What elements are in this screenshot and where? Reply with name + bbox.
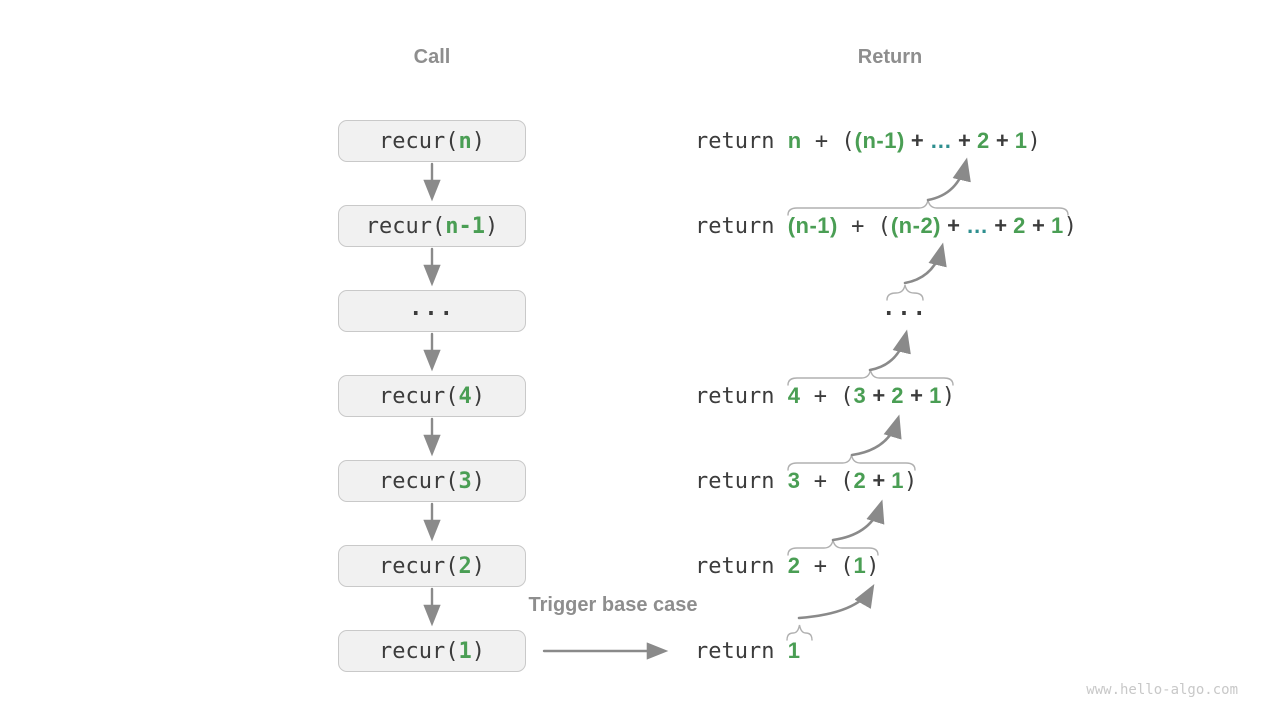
code-token: (n-2) bbox=[890, 213, 942, 238]
code-token: recur( bbox=[379, 553, 459, 579]
code-token: ) bbox=[471, 638, 485, 664]
code-token: + bbox=[989, 128, 1015, 153]
return-arrow-row6-to-row5 bbox=[831, 499, 885, 542]
code-token: return bbox=[695, 214, 788, 239]
code-token: 1 bbox=[1051, 213, 1064, 238]
code-token: 3 bbox=[853, 383, 867, 408]
code-token: 1 bbox=[1014, 128, 1028, 153]
code-token: 2 bbox=[976, 128, 990, 153]
code-token: 2 bbox=[458, 553, 472, 579]
return-line-7: return 1 bbox=[695, 630, 800, 672]
call-box-3: ... bbox=[338, 290, 526, 332]
code-token: 4 bbox=[787, 383, 801, 408]
code-token: ) bbox=[471, 468, 485, 494]
return-arrow-row7-to-row6 bbox=[797, 583, 875, 620]
code-token: + bbox=[941, 213, 967, 238]
code-token: return bbox=[695, 639, 788, 664]
code-token: + ( bbox=[837, 214, 891, 239]
call-box-7: recur(1) bbox=[338, 630, 526, 672]
return-line-3: ... bbox=[860, 290, 950, 332]
code-token: return bbox=[695, 129, 788, 154]
code-token: recur( bbox=[379, 128, 459, 154]
code-token: return bbox=[695, 554, 788, 579]
code-token: 1 bbox=[853, 553, 867, 578]
call-box-2: recur(n-1) bbox=[338, 205, 526, 247]
code-token: ) bbox=[866, 554, 880, 579]
overbrace-row7 bbox=[786, 624, 813, 641]
return-line-5: return 3 + (2 + 1) bbox=[695, 460, 917, 502]
code-token: recur( bbox=[365, 213, 446, 239]
code-token: recur( bbox=[379, 468, 459, 494]
code-token: ... bbox=[882, 296, 928, 321]
code-token: recur( bbox=[379, 383, 459, 409]
return-column-title: Return bbox=[857, 46, 923, 68]
return-line-6: return 2 + (1) bbox=[695, 545, 879, 587]
watermark: www.hello-algo.com bbox=[1086, 682, 1238, 698]
code-token: ) bbox=[1063, 214, 1077, 239]
code-token: + ( bbox=[801, 129, 855, 154]
code-token: n bbox=[787, 128, 802, 153]
code-token: return bbox=[695, 384, 788, 409]
code-token: + bbox=[866, 468, 892, 493]
code-token: + bbox=[988, 213, 1014, 238]
return-arrow-row3-to-row2 bbox=[903, 242, 947, 285]
code-token: + bbox=[904, 383, 930, 408]
code-token: ) bbox=[1027, 129, 1041, 154]
code-token: n bbox=[458, 128, 472, 154]
code-token: ) bbox=[484, 213, 499, 239]
code-token: recur( bbox=[379, 638, 459, 664]
code-token: 3 bbox=[458, 468, 472, 494]
code-token: + ( bbox=[800, 469, 854, 494]
code-token: ) bbox=[471, 128, 485, 154]
call-box-4: recur(4) bbox=[338, 375, 526, 417]
call-box-1: recur(n) bbox=[338, 120, 526, 162]
overbrace-row3 bbox=[886, 284, 924, 301]
code-token: return bbox=[695, 469, 788, 494]
code-token: + ( bbox=[800, 554, 854, 579]
code-token: ) bbox=[941, 384, 956, 409]
code-token: 1 bbox=[787, 638, 801, 663]
code-token: … bbox=[929, 128, 952, 153]
code-token: 1 bbox=[891, 468, 905, 493]
code-token: 4 bbox=[458, 383, 472, 409]
return-arrow-row5-to-row4 bbox=[850, 414, 902, 457]
return-line-4: return 4 + (3 + 2 + 1) bbox=[695, 375, 955, 417]
code-token: 2 bbox=[787, 553, 801, 578]
return-arrow-row4-to-row3 bbox=[868, 329, 911, 372]
code-token: ) bbox=[471, 553, 485, 579]
trigger-base-case-label: Trigger base case bbox=[528, 594, 698, 616]
code-token: ) bbox=[904, 469, 918, 494]
return-line-1: return n + ((n-1) + … + 2 + 1) bbox=[695, 120, 1041, 162]
code-token: + bbox=[904, 128, 930, 153]
code-token: … bbox=[966, 213, 989, 238]
code-token: 1 bbox=[929, 383, 942, 408]
code-token: ) bbox=[471, 383, 485, 409]
code-token: (n-1) bbox=[787, 213, 838, 238]
call-box-5: recur(3) bbox=[338, 460, 526, 502]
code-token: 1 bbox=[458, 638, 472, 664]
return-line-2: return (n-1) + ((n-2) + … + 2 + 1) bbox=[695, 205, 1077, 247]
code-token: 2 bbox=[1013, 213, 1026, 238]
code-token: n-1 bbox=[445, 213, 485, 239]
code-token: + ( bbox=[800, 384, 854, 409]
call-column-title: Call bbox=[413, 46, 451, 68]
code-token: 2 bbox=[891, 383, 905, 408]
code-token: ... bbox=[409, 295, 455, 321]
code-token: + bbox=[951, 128, 977, 153]
call-box-6: recur(2) bbox=[338, 545, 526, 587]
code-token: 3 bbox=[787, 468, 801, 493]
code-token: + bbox=[1025, 213, 1051, 238]
return-arrow-row2-to-row1 bbox=[926, 157, 971, 202]
code-token: + bbox=[866, 383, 892, 408]
code-token: 2 bbox=[853, 468, 867, 493]
code-token: (n-1) bbox=[854, 128, 905, 153]
